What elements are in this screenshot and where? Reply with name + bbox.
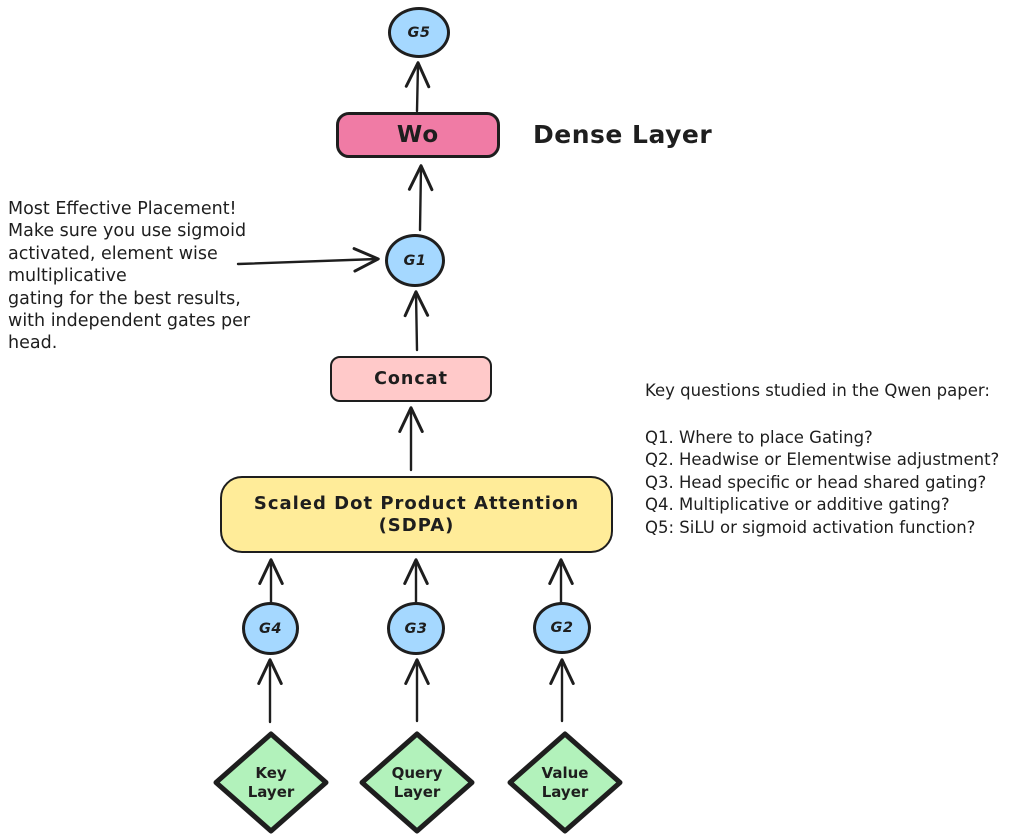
arrow-concat-to-g1 xyxy=(403,290,430,352)
node-concat: Concat xyxy=(330,356,492,402)
node-gate-g4-label: G4 xyxy=(259,620,282,637)
arrow-g1-to-wo xyxy=(407,164,434,232)
node-concat-label: Concat xyxy=(374,369,448,389)
node-key-layer: Key Layer xyxy=(212,730,330,835)
question-q2: Q2. Headwise or Elementwise adjustment? xyxy=(645,450,1000,470)
qwen-questions-block: Key questions studied in the Qwen paper:… xyxy=(645,380,1021,540)
question-q3: Q3. Head specific or head shared gating? xyxy=(645,472,987,492)
arrow-wo-to-g5 xyxy=(404,61,431,113)
questions-heading: Key questions studied in the Qwen paper: xyxy=(645,381,990,400)
node-key-layer-label: Key Layer xyxy=(247,763,295,801)
node-query-layer: Query Layer xyxy=(358,730,476,835)
question-q1: Q1. Where to place Gating? xyxy=(645,427,873,447)
node-gate-g5-label: G5 xyxy=(407,24,431,41)
dense-layer-annotation: Dense Layer xyxy=(533,120,713,149)
node-gate-g2-label: G2 xyxy=(550,620,574,636)
node-query-layer-label: Query Layer xyxy=(391,763,443,801)
node-wo-label: Wo xyxy=(396,122,440,148)
node-value-layer: Value Layer xyxy=(506,730,624,835)
node-gate-g3-label: G3 xyxy=(404,620,428,637)
node-wo-dense-layer: Wo xyxy=(336,112,500,158)
node-value-layer-label: Value Layer xyxy=(541,763,589,801)
node-sdpa-label: Scaled Dot Product Attention (SDPA) xyxy=(253,492,580,536)
diamond-shape-icon xyxy=(213,731,329,834)
diamond-shape-icon xyxy=(359,731,475,834)
diamond-shape-icon xyxy=(507,731,623,834)
node-gate-g1-label: G1 xyxy=(403,252,427,269)
placement-note: Most Effective Placement! Make sure you … xyxy=(8,199,251,354)
question-q4: Q4. Multiplicative or additive gating? xyxy=(645,495,950,515)
node-gate-g5: G5 xyxy=(388,7,450,58)
node-gate-g2: G2 xyxy=(533,602,591,654)
node-gate-g1: G1 xyxy=(385,234,445,287)
node-sdpa: Scaled Dot Product Attention (SDPA) xyxy=(220,476,613,553)
node-gate-g3: G3 xyxy=(387,602,445,655)
question-q5: Q5: SiLU or sigmoid activation function? xyxy=(645,517,976,537)
node-gate-g4: G4 xyxy=(242,602,299,655)
